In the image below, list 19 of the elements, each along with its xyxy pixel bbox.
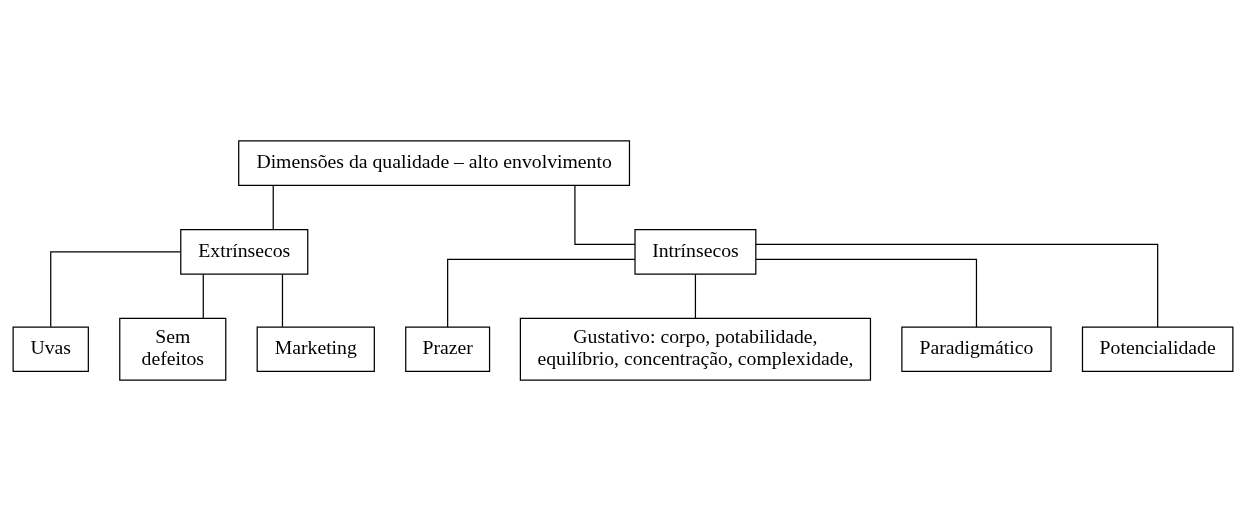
connector	[272, 184, 274, 230]
connector	[694, 273, 697, 319]
node-box: Paradigmático	[901, 325, 1052, 372]
node-box: Gustativo: corpo, potabilidade, equilíbrio, concentração, complexidade,	[519, 317, 872, 381]
connector	[755, 258, 978, 328]
connector	[447, 258, 636, 328]
node-box: Uvas	[12, 325, 89, 372]
node-box: Extrínsecos	[180, 228, 309, 275]
connector	[50, 250, 181, 327]
connector	[755, 243, 1159, 328]
connector	[202, 273, 204, 319]
node-box: Prazer	[405, 325, 491, 372]
node-box: Potencialidade	[1081, 325, 1234, 372]
node-box: Marketing	[256, 325, 375, 372]
connector	[574, 184, 636, 245]
node-box: Intrínsecos	[634, 228, 757, 275]
node-box: Sem defeitos	[119, 317, 227, 381]
node-box: Dimensões da qualidade – alto envolvimento	[238, 139, 631, 186]
connector	[281, 273, 284, 327]
